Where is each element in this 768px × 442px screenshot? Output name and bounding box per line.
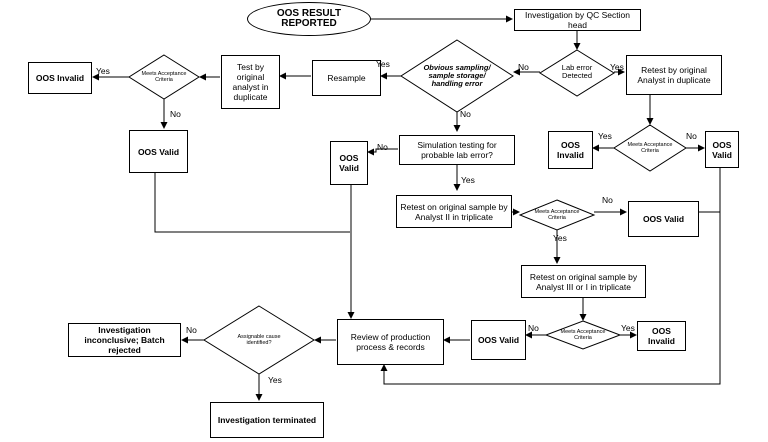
meets-bottom-text: Meets Acceptance Criteria bbox=[560, 329, 606, 341]
oos-result-reported: OOS RESULT REPORTED bbox=[247, 2, 371, 36]
retest-analyst-ii-box: Retest on original sample by Analyst II … bbox=[396, 195, 512, 228]
retest-original-analyst-box: Retest by original Analyst in duplicate bbox=[626, 55, 722, 95]
investigation-inconclusive-box: Investigation inconclusive; Batch reject… bbox=[68, 323, 181, 357]
label-no-lab-error: No bbox=[518, 62, 529, 72]
diamond-meets-bottom bbox=[544, 320, 622, 350]
label-yes-obvious: Yes bbox=[376, 59, 390, 69]
oos-valid-mid-box: OOS Valid bbox=[628, 201, 699, 237]
label-yes-meets-left: Yes bbox=[96, 66, 110, 76]
label-no-meets-mid: No bbox=[602, 195, 613, 205]
diamond-lab-error bbox=[539, 49, 615, 97]
label-yes-assignable: Yes bbox=[268, 375, 282, 385]
obvious-error-text: Obvious sampling/ sample storage/ handli… bbox=[423, 63, 491, 88]
oos-valid-sim-box: OOS Valid bbox=[330, 141, 368, 185]
label-yes-lab-error: Yes bbox=[610, 62, 624, 72]
oos-valid-right-box: OOS Valid bbox=[705, 131, 739, 168]
oos-valid-bottom-box: OOS Valid bbox=[471, 320, 526, 360]
label-yes-meets-mid: Yes bbox=[553, 233, 567, 243]
resample-box: Resample bbox=[312, 60, 381, 96]
oos-invalid-left-box: OOS Invalid bbox=[28, 62, 92, 94]
label-yes-simulation: Yes bbox=[461, 175, 475, 185]
review-production-box: Review of production process & records bbox=[337, 319, 444, 365]
oos-valid-left-box: OOS Valid bbox=[129, 130, 188, 173]
label-no-meets-right: No bbox=[686, 131, 697, 141]
simulation-testing-box: Simulation testing for probable lab erro… bbox=[399, 135, 515, 165]
label-yes-meets-bottom: Yes bbox=[621, 323, 635, 333]
investigation-terminated-box: Investigation terminated bbox=[210, 402, 324, 438]
lab-error-text: Lab error Detected bbox=[561, 63, 593, 80]
meets-mid-text: Meets Acceptance Criteria bbox=[534, 209, 580, 221]
investigation-by-qc-box: Investigation by QC Section head bbox=[514, 9, 641, 31]
label-no-meets-bottom: No bbox=[528, 323, 539, 333]
label-no-meets-left: No bbox=[170, 109, 181, 119]
oos-invalid-bottom-box: OOS Invalid bbox=[637, 321, 686, 351]
label-no-obvious: No bbox=[460, 109, 471, 119]
label-no-simulation: No bbox=[377, 142, 388, 152]
label-yes-meets-right: Yes bbox=[598, 131, 612, 141]
meets-right-text: Meets Acceptance Criteria bbox=[627, 142, 673, 154]
assignable-text: Assignable cause identified? bbox=[237, 334, 281, 346]
label-no-assignable: No bbox=[186, 325, 197, 335]
test-original-analyst-box: Test by original analyst in duplicate bbox=[221, 55, 280, 109]
oos-invalid-right-box: OOS Invalid bbox=[548, 131, 593, 169]
meets-left-text: Meets Acceptance Criteria bbox=[141, 71, 187, 83]
retest-analyst-iii-box: Retest on original sample by Analyst III… bbox=[521, 265, 646, 298]
diamond-meets-right bbox=[613, 124, 687, 172]
